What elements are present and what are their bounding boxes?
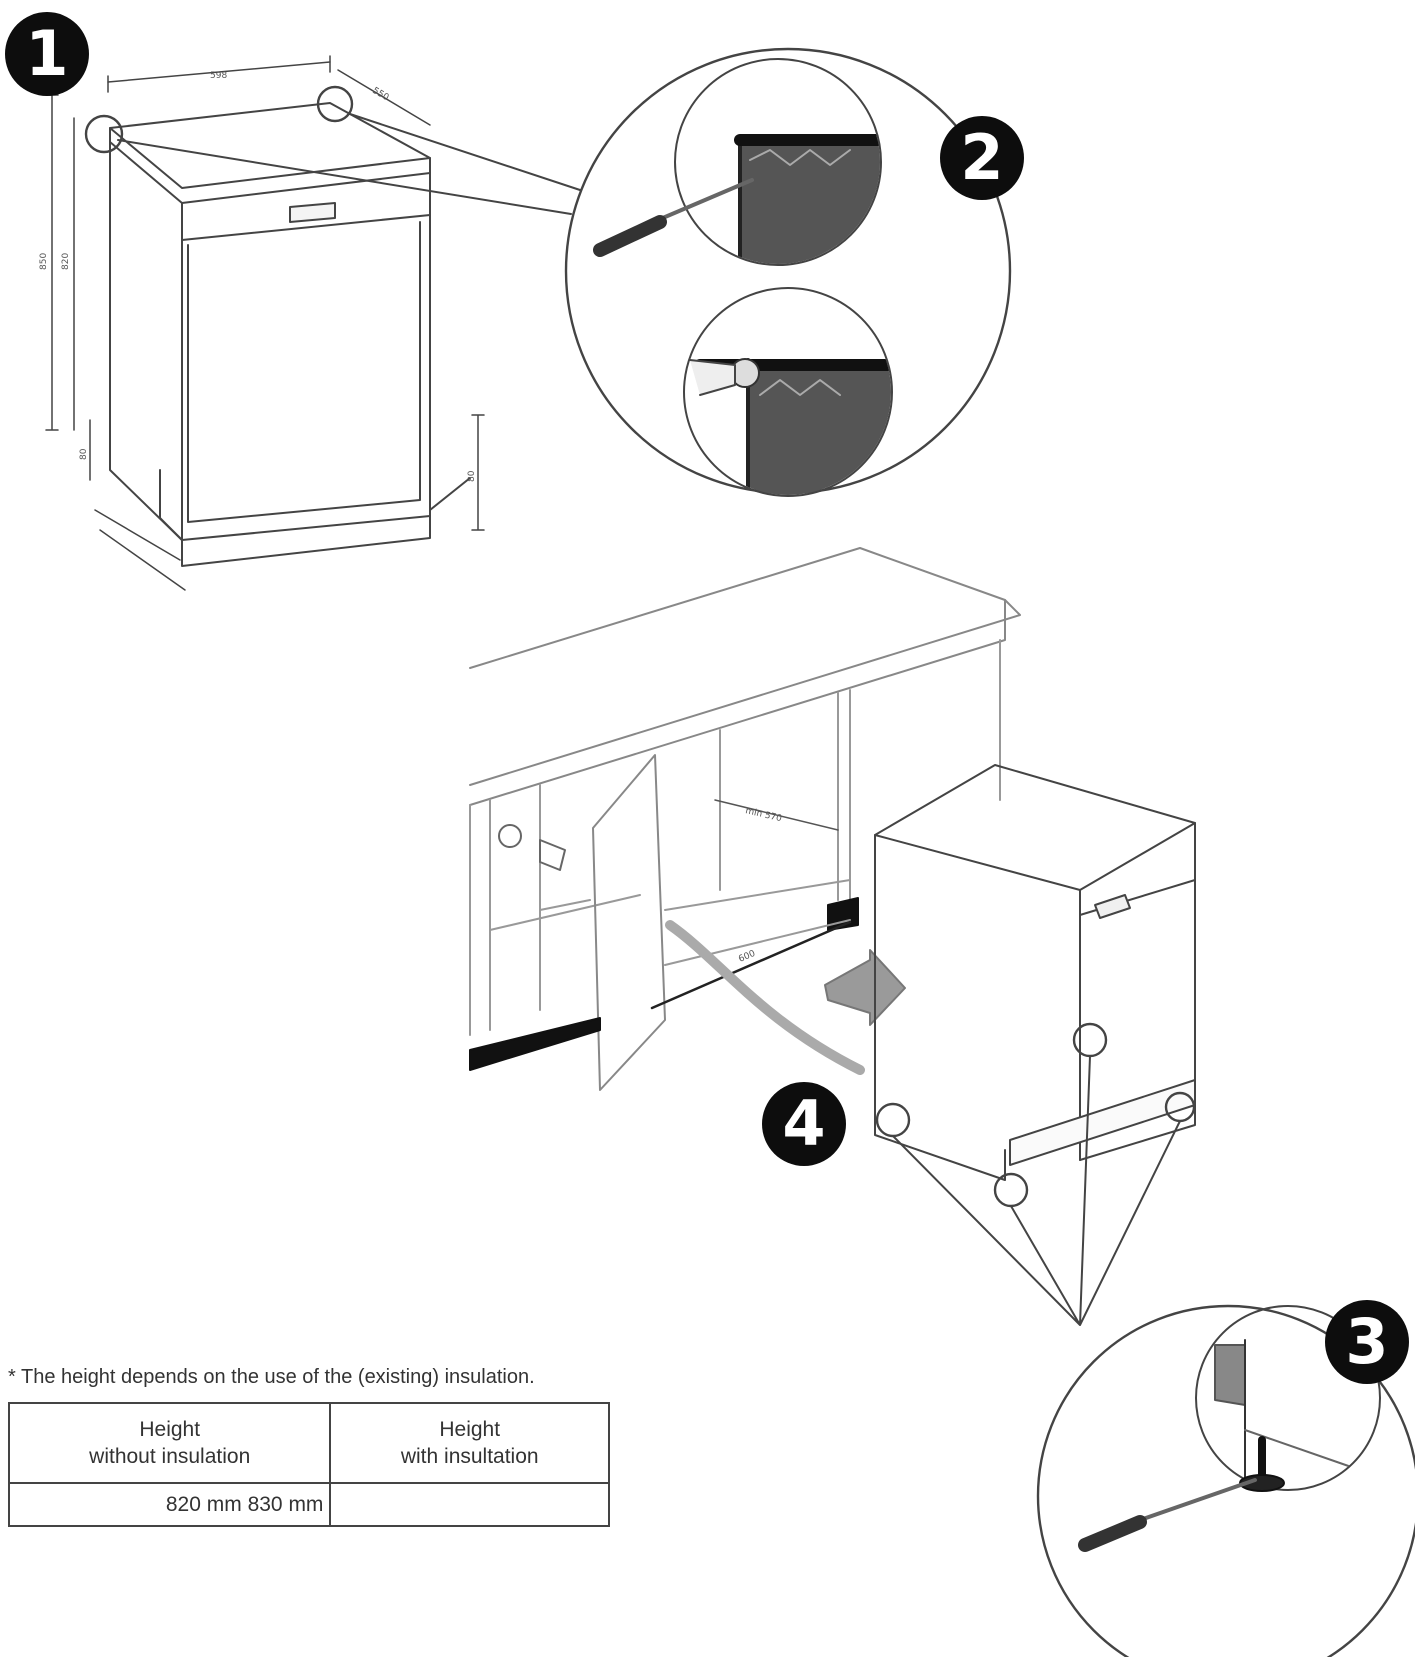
header-with-insulation: Height with insultation — [329, 1402, 610, 1484]
height-values-cell: 820 mm 830 mm — [7, 1482, 332, 1527]
cabinet-insertion-figure: 600 min 570 — [469, 547, 1196, 1326]
insulation-note: * The height depends on the use of the (… — [8, 1366, 535, 1388]
height-table: Height without insulation Height with in… — [7, 1402, 610, 1527]
height-alt-dimension-label: 820 — [61, 253, 71, 270]
step-4-badge: 4 — [762, 1082, 846, 1166]
leveling-foot-magnifier — [1036, 1304, 1415, 1657]
table-header-row: Height without insulation Height with in… — [7, 1402, 610, 1484]
cabinet-depth-dimension-label: min 570 — [744, 806, 783, 824]
step-3-badge: 3 — [1325, 1300, 1409, 1384]
width-dimension-label: 598 — [210, 71, 227, 81]
step-1-badge: 1 — [5, 12, 89, 96]
empty-cell — [329, 1482, 610, 1527]
header-with-insulation-text: Height with insultation — [400, 1417, 539, 1468]
height-dimension-label: 850 — [39, 253, 49, 270]
plinth-dimension-label: 80 — [79, 448, 89, 460]
table-row: 820 mm 830 mm — [7, 1482, 610, 1527]
header-without-insulation-text: Height without insulation — [89, 1417, 251, 1468]
step-2-badge: 2 — [940, 116, 1024, 200]
top-fixing-magnifier — [564, 47, 1012, 497]
header-without-insulation: Height without insulation — [7, 1402, 332, 1484]
plinth-height-dimension-label: 80 — [467, 470, 477, 482]
depth-dimension-label: 550 — [371, 86, 391, 103]
dishwasher-dimension-figure: 598 550 850 820 80 80 — [39, 55, 581, 591]
